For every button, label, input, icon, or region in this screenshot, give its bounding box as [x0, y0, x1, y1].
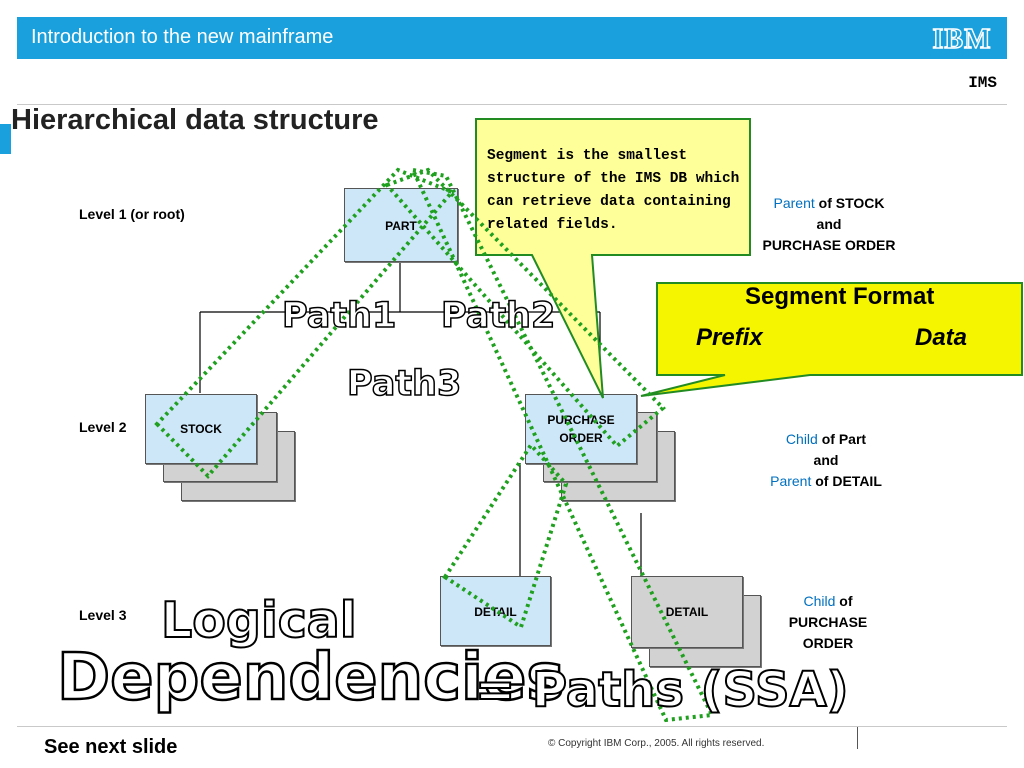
annotation-child-and: and — [813, 452, 839, 468]
ibm-logo: IBM — [932, 23, 992, 53]
level-3-label: Level 3 — [79, 607, 127, 623]
annotation-child-of-part: Child of Part and Parent of DETAIL — [752, 429, 900, 492]
header-divider — [17, 104, 1007, 105]
footer-copyright: © Copyright IBM Corp., 2005. All rights … — [548, 738, 765, 749]
section-label: IMS — [968, 74, 997, 92]
path1-label: Path1 — [281, 296, 397, 336]
segment-stock-label: STOCK — [180, 422, 222, 436]
ibm-logo-text: IBM — [933, 24, 992, 53]
annotation-child-of-po: Child of PURCHASE ORDER — [772, 591, 884, 654]
banner-logical: Logical — [160, 592, 358, 649]
annotation-parent-keyword: Parent — [773, 195, 815, 211]
segment-format-prefix: Prefix — [696, 324, 763, 351]
annotation-child3-keyword: Child — [803, 593, 836, 609]
footer-see-next: See next slide — [44, 736, 178, 758]
header-bar: Introduction to the new mainframe IBM — [17, 17, 1007, 59]
level-2-label: Level 2 — [79, 419, 127, 435]
footer-separator — [857, 727, 858, 749]
path4-outline — [442, 441, 569, 631]
annotation-parent2-keyword: Parent — [770, 473, 812, 489]
banner-paths-ssa: = Paths (SSA) — [474, 662, 850, 718]
level-1-label: Level 1 (or root) — [79, 206, 185, 222]
annotation-child3-text2: PURCHASE — [788, 614, 868, 630]
segment-format-bubble — [640, 282, 1023, 397]
segment-detail-right-label: DETAIL — [665, 605, 709, 619]
segment-part-label: PART — [385, 219, 417, 233]
segment-format-data: Data — [915, 324, 968, 351]
slide-title: Hierarchical data structure — [11, 104, 379, 136]
annotation-child-text1: of Part — [817, 431, 867, 447]
segment-detail-right: DETAIL — [631, 576, 743, 648]
path3-label: Path3 — [346, 364, 462, 404]
segment-callout-text: Segment is the smallest structure of the… — [487, 148, 740, 233]
annotation-parent-and: and — [816, 216, 842, 232]
annotation-child-keyword: Child — [785, 431, 818, 447]
footer-divider — [17, 726, 1007, 727]
path2-label: Path2 — [440, 296, 556, 336]
segment-detail-left: DETAIL — [440, 576, 551, 646]
segment-format-title: Segment Format — [745, 283, 935, 310]
sidebar-accent — [0, 124, 11, 154]
header-title: Introduction to the new mainframe — [31, 26, 334, 48]
annotation-child3-text3: ORDER — [802, 635, 854, 651]
annotation-parent-po: PURCHASE ORDER — [762, 237, 896, 253]
annotation-parent-text1: of STOCK — [814, 195, 885, 211]
path3-outline — [409, 167, 716, 723]
banner-dependencies: Dependencies — [56, 641, 566, 715]
annotation-child3-text1: of — [835, 593, 853, 609]
annotation-child-text3: of DETAIL — [811, 473, 882, 489]
annotation-parent-of-stock: Parent of STOCK and PURCHASE ORDER — [745, 193, 913, 256]
